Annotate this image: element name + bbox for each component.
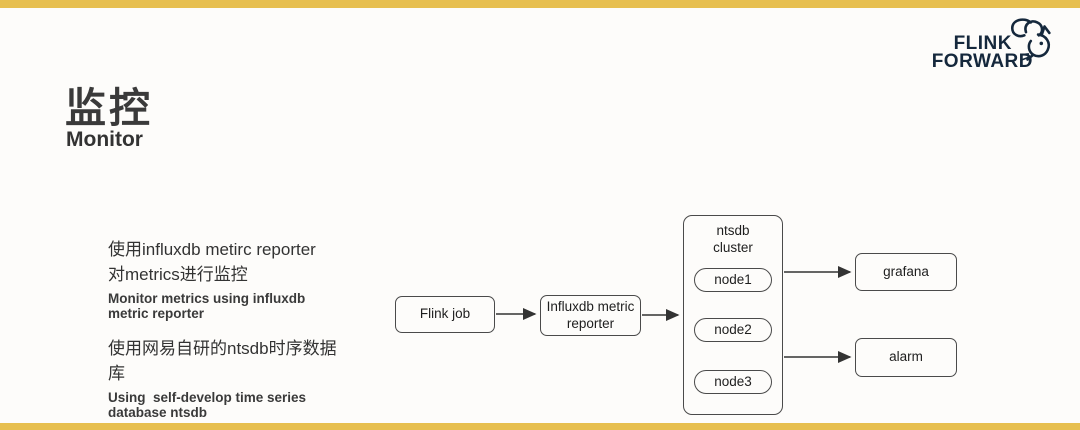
note-zh-text: 使用网易自研的ntsdb时序数据 库 [108, 339, 337, 383]
diagram-node-influxdb-reporter: Influxdb metric reporter [540, 295, 641, 336]
diagram-node-alarm: alarm [855, 338, 957, 377]
notes-block: 使用influxdb metirc reporter 对metrics进行监控 … [108, 238, 388, 430]
squirrel-icon [1010, 18, 1051, 61]
note-item: 使用influxdb metirc reporter 对metrics进行监控 … [108, 238, 388, 322]
top-accent-bar [0, 0, 1080, 8]
logo-forward-text: FORWARD [931, 51, 1033, 72]
note-item: 使用网易自研的ntsdb时序数据 库 Using self-develop ti… [108, 337, 388, 421]
diagram-node-node1: node1 [694, 268, 772, 292]
page-title: 监控 [65, 85, 153, 131]
diagram-node-node2: node2 [694, 318, 772, 342]
logo-flink-text: FLINK [953, 33, 1012, 54]
diagram-node-node3: node3 [694, 370, 772, 394]
diagram-node-grafana: grafana [855, 253, 957, 291]
note-zh-text: 使用influxdb metirc reporter 对metrics进行监控 [108, 240, 316, 284]
page-subtitle: Monitor [66, 128, 143, 151]
note-en-text: Monitor metrics using influxdb metric re… [108, 290, 306, 322]
bottom-accent-bar [0, 423, 1080, 430]
diagram-node-flink-job: Flink job [395, 296, 495, 333]
note-en-text: Using self-develop time series database … [108, 389, 307, 421]
cluster-title: ntsdb cluster [713, 223, 753, 255]
